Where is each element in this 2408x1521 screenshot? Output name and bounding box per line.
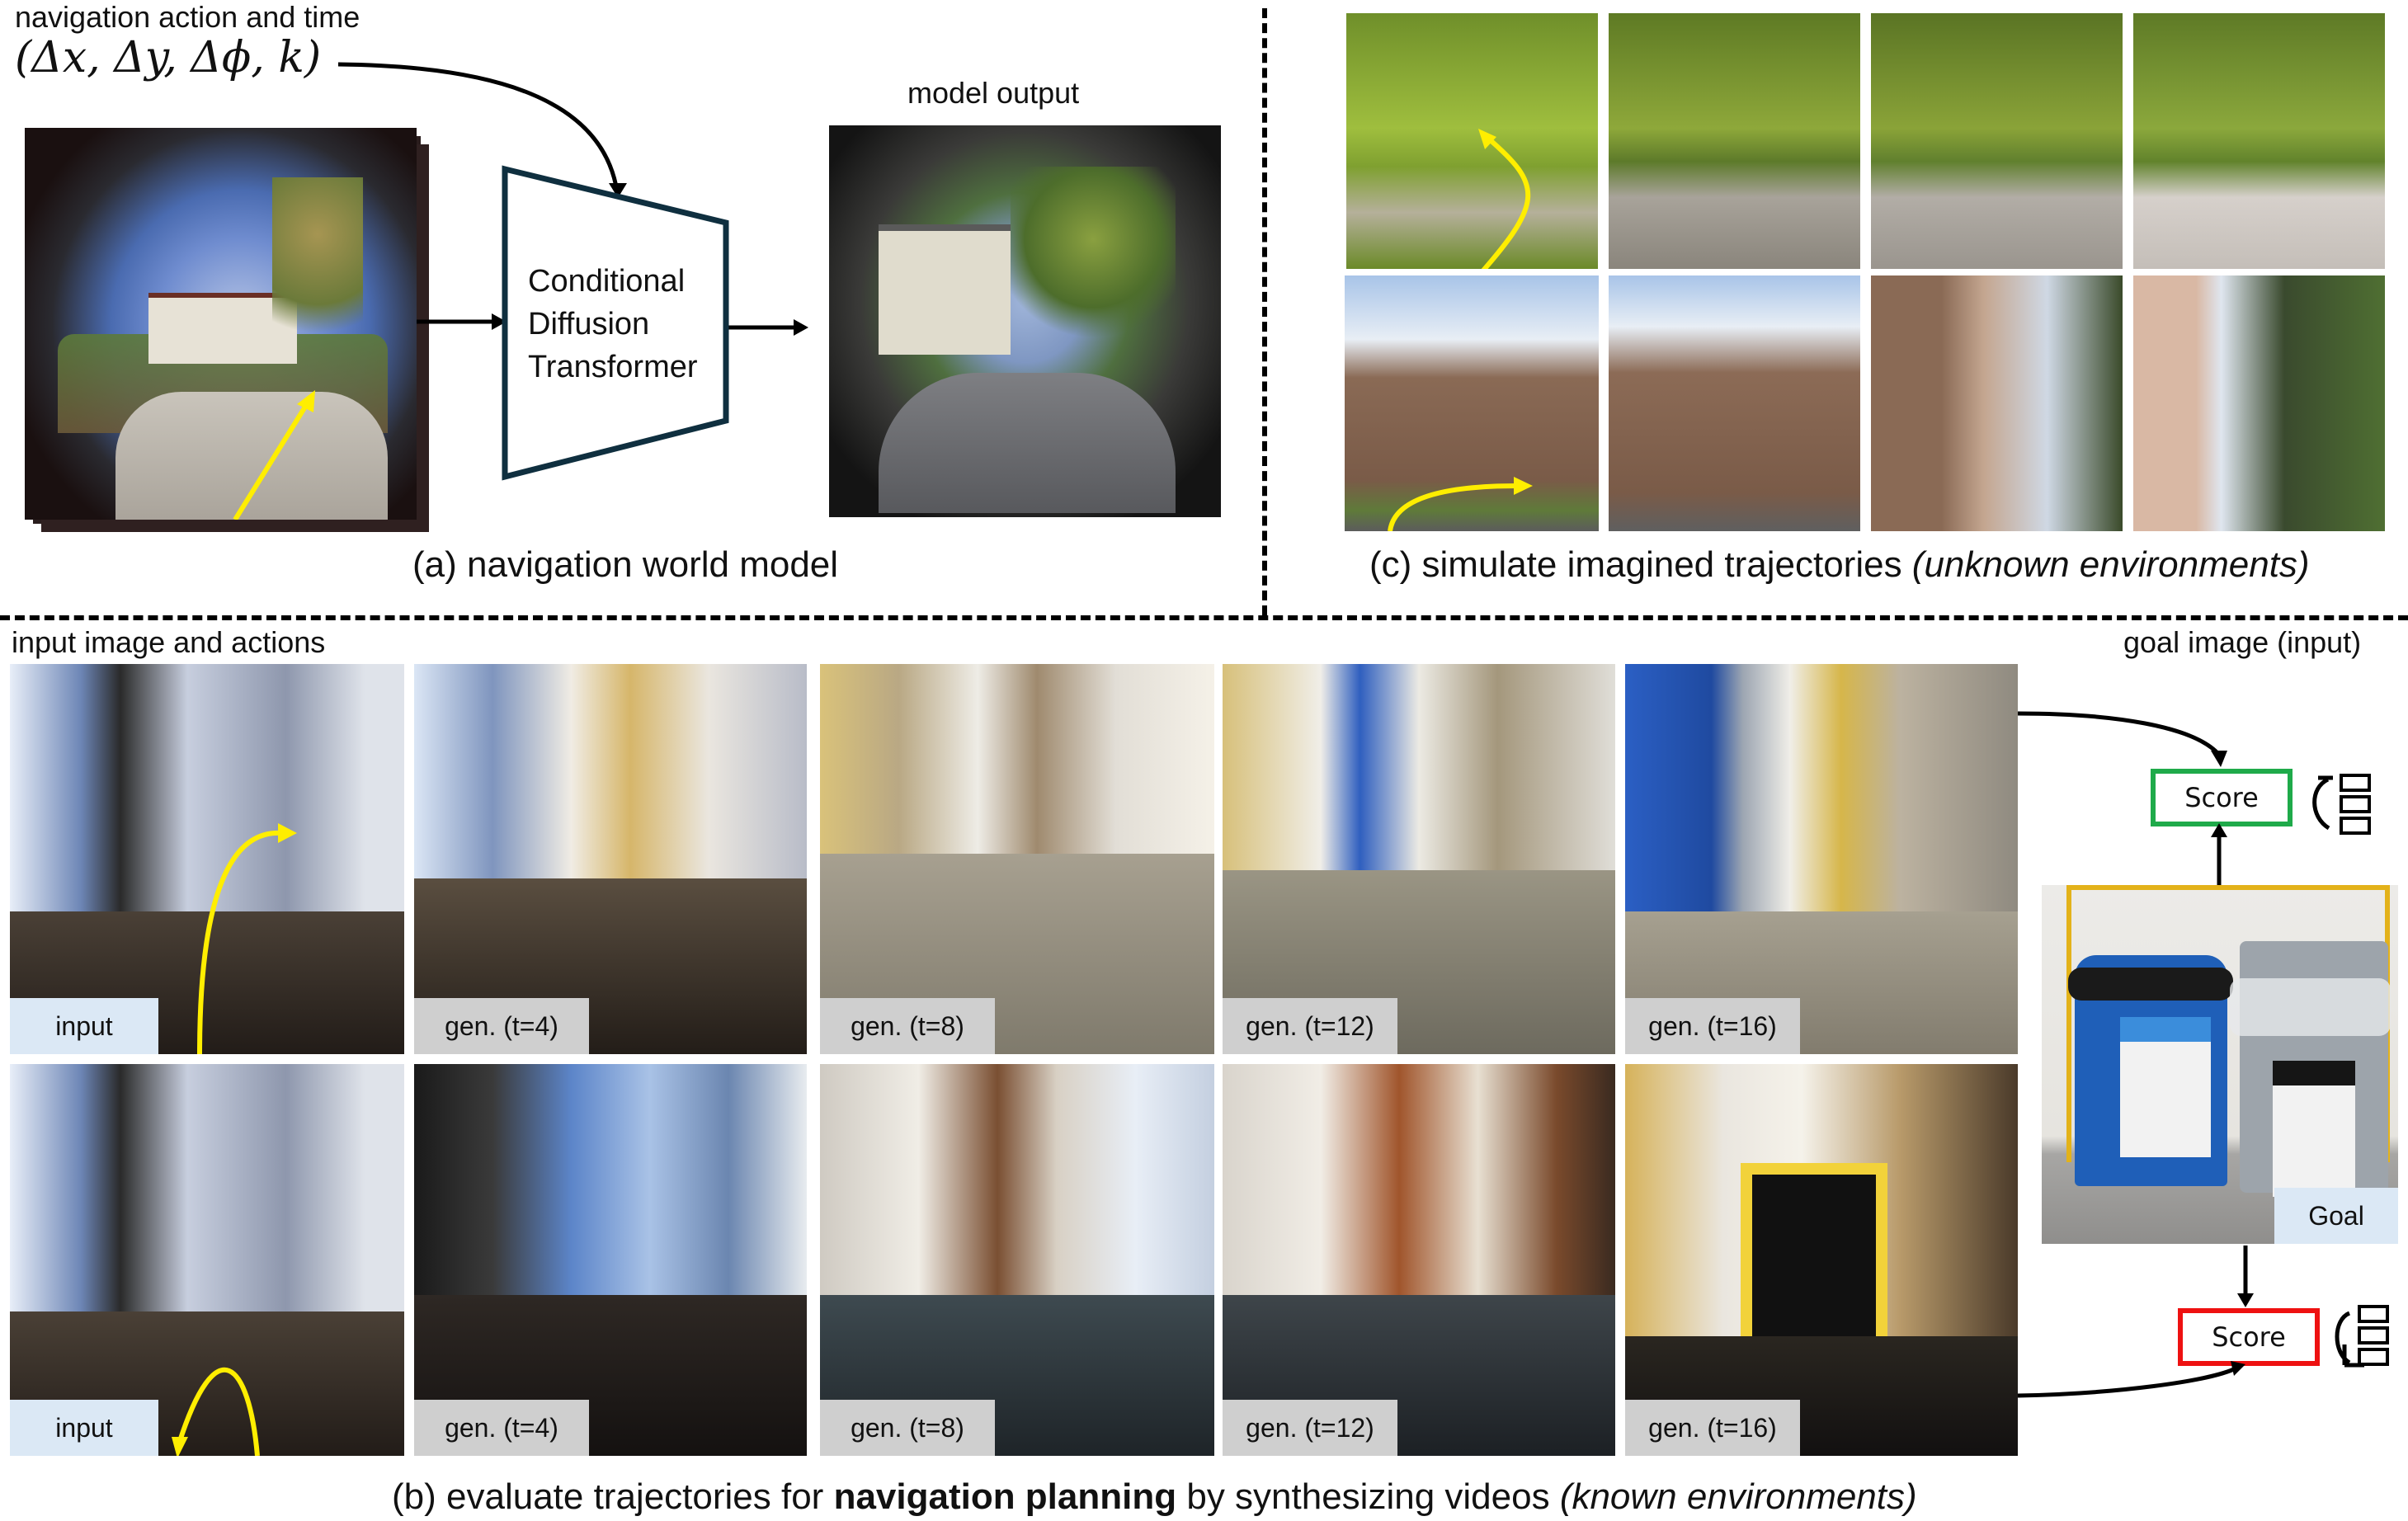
building-frame-gen-2 [1871,275,2123,531]
output-frame [829,125,1221,517]
caption-pre: (b) evaluate trajectories for [392,1476,834,1517]
input-header: input image and actions [12,625,326,659]
building-frame-gen-1 [1609,275,1860,531]
trajectory-arrow [197,823,297,1054]
road [879,373,1176,513]
caption-italic: (known environments) [1559,1476,1917,1517]
frame-label: gen. (t=4) [414,998,589,1054]
trajectory-arrow [1478,129,1531,269]
landfill-bin [2230,941,2391,1197]
row2-frame-input: input [10,1064,404,1456]
sidewalk [115,392,388,520]
recycling-bin [2068,955,2233,1186]
row1-frame-t16: gen. (t=16) [1625,664,2018,1054]
frame-label: gen. (t=8) [820,1400,995,1456]
model-block: Conditional Diffusion Transformer [528,260,698,388]
model-block-line-2: Diffusion [528,307,650,341]
bin-bag [2230,978,2391,1036]
caption-bold: navigation planning [833,1476,1177,1517]
building-frame-gen-3 [2133,275,2385,531]
goal-label: Goal [2274,1188,2398,1244]
frame-label: input [10,1400,158,1456]
section-divider-vertical [1262,8,1267,615]
frame-label: input [10,998,158,1054]
goal-header: goal image (input) [2123,625,2362,659]
bin-sign [2273,1061,2355,1197]
panel-b-caption: (b) evaluate trajectories for navigation… [392,1476,1917,1518]
bin-sign [2120,1017,2211,1157]
frame-label: gen. (t=16) [1625,1400,1800,1456]
tree [272,177,363,367]
row1-frame-input: input [10,664,404,1054]
building-frame-input [1345,275,1599,531]
panel-a-caption: (a) navigation world model [412,544,839,585]
forest-frame-gen-3 [2133,13,2385,269]
aruco-marker [1741,1163,1887,1368]
trajectory-arrow [172,1367,260,1456]
input-frame-sidewalk [25,128,417,520]
score-box-good: Score [2151,769,2293,826]
forest-frame-input [1346,13,1598,269]
frame-label: gen. (t=12) [1223,998,1397,1054]
output-label: model output [907,76,1080,110]
model-block-line-1: Conditional [528,264,686,299]
row2-frame-t16: gen. (t=16) [1625,1064,2018,1456]
panel-c-caption-main: (c) simulate imagined trajectories [1369,544,1912,585]
rank-up-icon [2312,774,2371,835]
row1-frame-t8: gen. (t=8) [820,664,1214,1054]
forest-frame-gen-2 [1871,13,2123,269]
trajectory-arrow [233,390,315,520]
row2-frame-t12: gen. (t=12) [1223,1064,1615,1456]
forest-frame-gen-1 [1609,13,1860,269]
model-block-outline [502,165,729,481]
frame-label: gen. (t=4) [414,1400,589,1456]
rank-down-icon [2335,1305,2389,1368]
row1-frame-t4: gen. (t=4) [414,664,807,1054]
frame-label: gen. (t=16) [1625,998,1800,1054]
panel-c-caption-italic: (unknown environments) [1911,544,2310,585]
bin-bag [2068,968,2233,1001]
section-divider-horizontal [0,615,2408,620]
row1-frame-t12: gen. (t=12) [1223,664,1615,1054]
goal-image: Goal [2042,885,2398,1244]
row2-frame-t4: gen. (t=4) [414,1064,807,1456]
panel-c-caption: (c) simulate imagined trajectories (unkn… [1369,544,2310,586]
action-label: navigation action and time [15,0,360,34]
action-tuple: (Δx, Δy, Δϕ, k) [15,33,322,82]
model-block-line-3: Transformer [528,350,698,384]
frame-label: gen. (t=12) [1223,1400,1397,1456]
frame-label: gen. (t=8) [820,998,995,1054]
trajectory-arrow [1388,477,1533,531]
house [879,224,1011,355]
tree [1011,167,1176,348]
caption-mid: by synthesizing videos [1176,1476,1560,1517]
score-box-bad: Score [2178,1308,2320,1366]
row2-frame-t8: gen. (t=8) [820,1064,1214,1456]
